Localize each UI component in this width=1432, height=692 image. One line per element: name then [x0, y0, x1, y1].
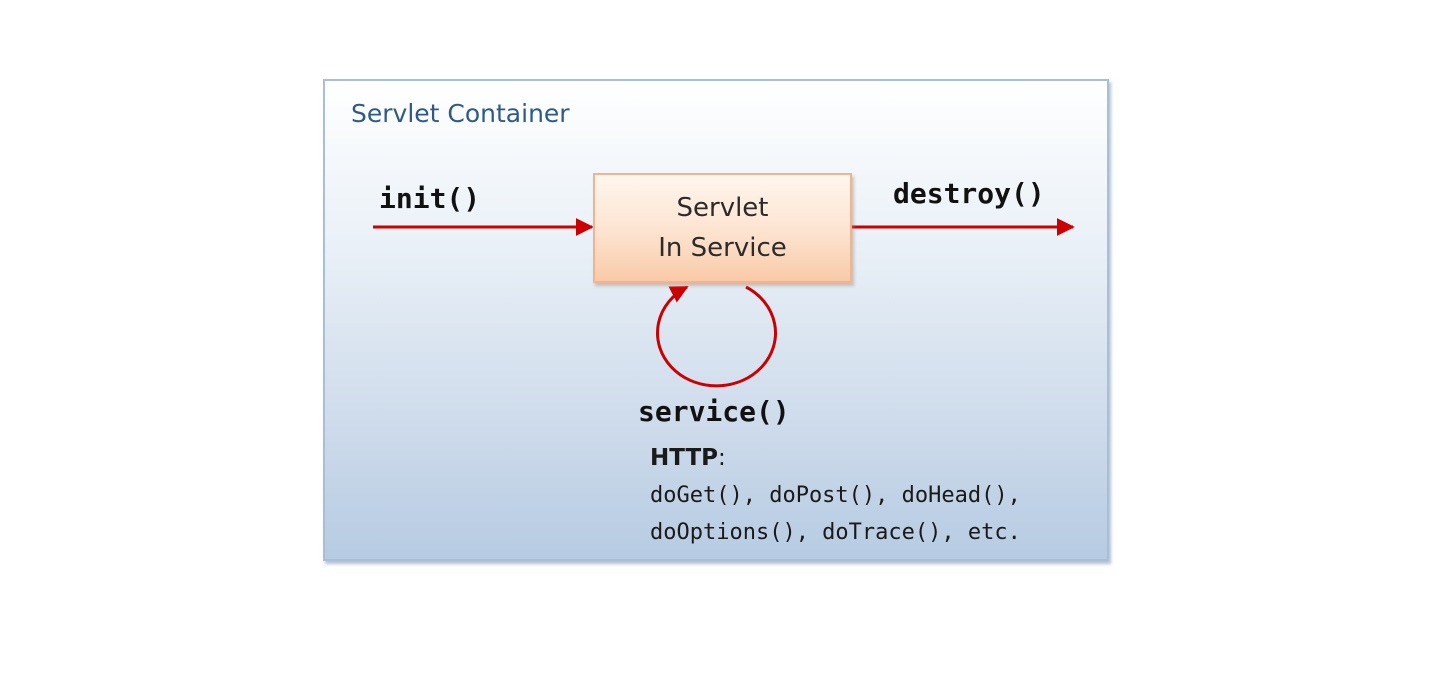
http-heading-colon: :: [718, 445, 726, 471]
servlet-container: [323, 79, 1109, 561]
http-methods-line-2: doOptions(), doTrace(), etc.: [650, 520, 1021, 545]
http-methods-block: HTTP: doGet(), doPost(), doHead(), doOpt…: [650, 440, 1021, 551]
servlet-label: Servlet: [676, 193, 769, 223]
service-label: service(): [638, 395, 790, 428]
container-title: Servlet Container: [351, 99, 570, 128]
destroy-label: destroy(): [893, 177, 1045, 210]
service-loop-arrow: [656, 285, 777, 388]
http-heading: HTTP:: [650, 440, 1021, 477]
init-label: init(): [379, 182, 481, 215]
in-service-label: In Service: [658, 233, 787, 263]
http-methods-line-1: doGet(), doPost(), doHead(),: [650, 483, 1021, 508]
http-heading-text: HTTP: [650, 445, 719, 471]
servlet-in-service-box: Servlet In Service: [593, 173, 852, 283]
